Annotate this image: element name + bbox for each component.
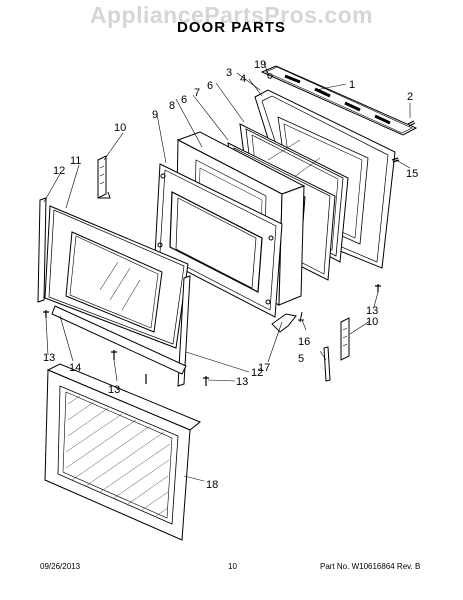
part-5-rod (323, 346, 331, 382)
callout-7: 7 (194, 87, 200, 99)
callout-12-right: 12 (251, 367, 263, 379)
callout-4: 4 (240, 73, 246, 85)
footer-page: 10 (228, 562, 237, 571)
callout-14: 14 (69, 362, 81, 374)
callout-18: 18 (206, 479, 218, 491)
callout-5: 5 (298, 353, 304, 365)
leader-lines (43, 61, 411, 482)
callout-3: 3 (226, 67, 232, 79)
part-11-outer-door-glass (44, 205, 189, 349)
callout-13-left: 13 (43, 352, 55, 364)
part-12-side-trim-right (177, 275, 191, 387)
callout-19: 19 (254, 59, 266, 71)
watermark: AppliancePartsPros.com (89, 2, 374, 28)
callout-10-left: 10 (114, 122, 126, 134)
part-12-side-trim-left (37, 197, 47, 303)
callout-9: 9 (152, 109, 158, 121)
footer-date: 09/26/2013 (40, 562, 81, 571)
callout-12-left: 12 (53, 165, 65, 177)
callout-13-bottom: 13 (108, 384, 120, 396)
diagram-title: DOOR PARTS (177, 19, 286, 36)
callout-17: 17 (258, 362, 270, 374)
part-1-vent-trim (260, 65, 418, 136)
callout-8: 8 (169, 100, 175, 112)
callout-1: 1 (349, 79, 355, 91)
callout-13-bottom-right: 13 (236, 376, 248, 388)
callout-6-front: 6 (181, 94, 187, 106)
callout-2: 2 (407, 91, 413, 103)
part-10-hinge-left (97, 155, 111, 199)
part-18-outer-door (44, 363, 201, 541)
part-17-bracket (271, 313, 297, 333)
callout-11: 11 (70, 155, 81, 167)
callout-15: 15 (406, 168, 418, 180)
part-9-inner-door (154, 163, 283, 318)
callout-6-rear: 6 (207, 80, 213, 92)
part-10-hinge-right (340, 317, 350, 361)
part-19-screw (267, 73, 273, 79)
callout-16: 16 (298, 336, 310, 348)
part-16-spring (298, 311, 304, 323)
callout-13-right: 13 (366, 305, 378, 317)
footer-part-number: Part No. W10616864 Rev. B (320, 562, 421, 571)
screws (43, 120, 416, 386)
callout-10-right: 10 (366, 316, 378, 328)
part-14-bottom-trim (51, 305, 187, 375)
